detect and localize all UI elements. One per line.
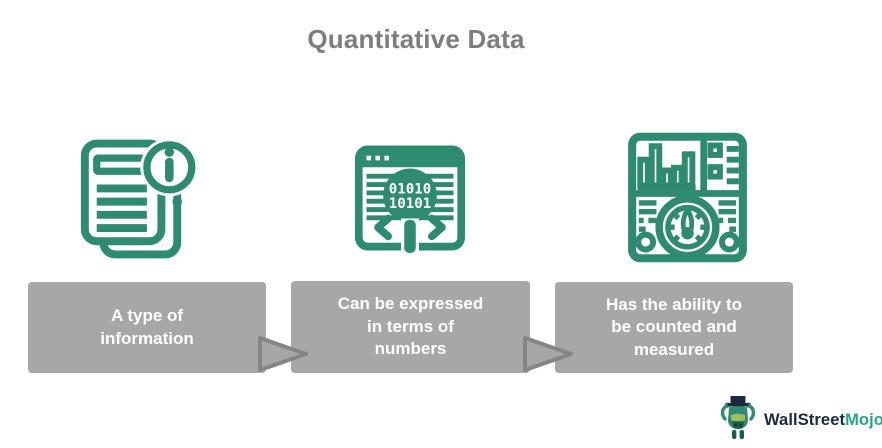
page-title: Quantitative Data [307,24,525,54]
code-search-icon: 01010 10101 [346,134,474,262]
flow-arrow-icon [256,334,312,374]
binary-text-line1: 01010 [389,182,431,198]
logo-text: WallStreetMojo [764,411,882,430]
dashboard-gauge-icon [620,130,755,265]
logo-text-mojo: Mojo [845,410,882,429]
logo-text-wallstreet: WallStreet [764,410,846,429]
binary-text-line2: 10101 [389,196,431,212]
bull-mascot-icon [718,395,758,446]
flow-arrow-icon [521,334,577,374]
wallstreetmojo-logo: WallStreetMojo [718,395,882,446]
document-info-icon [69,133,201,265]
